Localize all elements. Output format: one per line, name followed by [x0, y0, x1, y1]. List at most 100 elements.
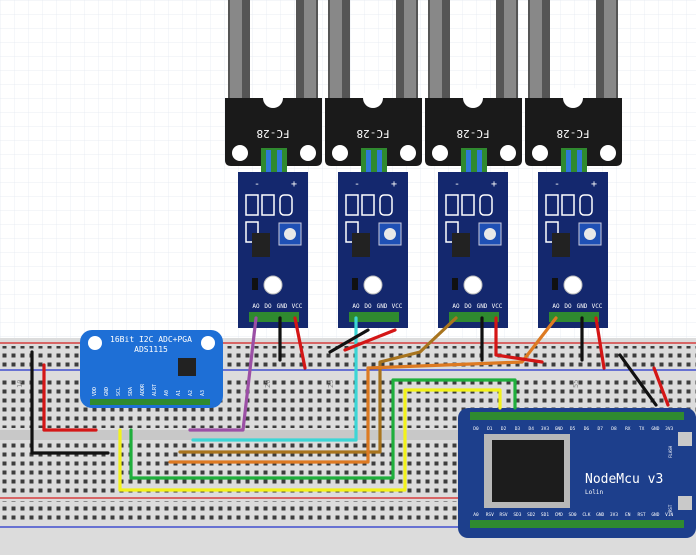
wires: [30, 316, 670, 492]
probe-label: FC-28: [256, 127, 289, 140]
minus-mark: -: [454, 179, 460, 190]
wire-orange: [168, 316, 558, 464]
wire-red-s2: [343, 328, 397, 352]
pin-vcc: VCC: [392, 303, 403, 310]
adc-pin-scl: SCL: [116, 387, 122, 396]
mcu-title: NodeMcu v3: [585, 472, 663, 487]
mcu-top-pin-13: GND: [651, 426, 659, 432]
pin-vcc: VCC: [492, 303, 503, 310]
mcu-top-pin-14: 3V3: [665, 426, 673, 432]
sensor-module-2: - + AO DO GND VCC: [338, 172, 408, 328]
probe-3: FC-28: [425, 0, 522, 184]
mcu-bottom-pin-6: CMD: [555, 512, 563, 518]
mcu-top-pin-1: D1: [487, 426, 493, 432]
probe-2: FC-28: [325, 0, 422, 184]
pin-ao: AO: [452, 303, 460, 310]
wire-red-s1: [293, 316, 307, 370]
pin-ao: AO: [352, 303, 360, 310]
pin-do: DO: [364, 303, 372, 310]
mcu-top-pin-labels: D0 D1 D2 D3 D4 3V3 GND D5 D6 D7 D8 RX TX GND 3V3: [473, 426, 673, 432]
mcu-bottom-pin-3: SD3: [513, 512, 521, 518]
pin-ao: AO: [252, 303, 260, 310]
ads1115-board: 16Bit I2C ADC+PGA ADS1115 VDD GND SCL SD…: [80, 330, 223, 408]
mcu-bottom-pin-9: GND: [596, 512, 604, 518]
pin-do: DO: [264, 303, 272, 310]
pin-do: DO: [564, 303, 572, 310]
mcu-bottom-pin-4: SD2: [527, 512, 535, 518]
minus-mark: -: [554, 179, 560, 190]
mcu-top-pin-7: D5: [570, 426, 576, 432]
center-channel: [0, 430, 696, 440]
mcu-top-pin-4: D4: [528, 426, 534, 432]
mcu-bottom-pin-12: RST: [638, 512, 646, 518]
nodemcu-board: NodeMcu v3 Lolin FLASH RST D0 D1 D2 D3 D4 3V3…: [458, 408, 696, 538]
plus-mark: +: [491, 179, 497, 190]
mcu-bottom-pin-5: SD1: [541, 512, 549, 518]
wire-brown: [178, 316, 458, 454]
wire-yellow: [118, 388, 502, 492]
plus-mark: +: [591, 179, 597, 190]
pin-vcc: VCC: [592, 303, 603, 310]
plus-mark: +: [391, 179, 397, 190]
mcu-top-pin-11: RX: [625, 426, 631, 432]
wire-green: [129, 378, 517, 480]
wire-red-adc: [42, 363, 98, 432]
wire-red-s4: [594, 316, 606, 370]
mcu-bottom-pin-10: 3V3: [610, 512, 618, 518]
adc-pin-addr: ADDR: [140, 383, 146, 396]
rst-button-label: RST: [668, 504, 673, 512]
breadboard-number-20: 20: [264, 380, 272, 388]
adc-pin-a1: A1: [176, 390, 182, 396]
mcu-top-pin-2: D2: [501, 426, 507, 432]
wire-purple: [188, 316, 258, 432]
pin-gnd: GND: [577, 303, 588, 310]
adc-pin-gnd: GND: [104, 387, 110, 396]
plus-mark: +: [291, 179, 297, 190]
probe-label: FC-28: [356, 127, 389, 140]
adc-pin-alrt: ALRT: [152, 384, 158, 396]
pin-gnd: GND: [477, 303, 488, 310]
mcu-bottom-pin-8: CLK: [582, 512, 590, 518]
flash-button-label: FLASH: [668, 445, 673, 458]
mcu-bottom-pin-2: RSV: [500, 512, 508, 518]
adc-pin-vdd: VDD: [92, 387, 98, 396]
mcu-top-pin-8: D6: [584, 426, 590, 432]
mcu-top-pin-5: 3V3: [541, 426, 549, 432]
wire-red-mcu: [652, 366, 670, 407]
mcu-top-pin-10: D8: [611, 426, 617, 432]
mcu-top-pin-6: GND: [555, 426, 563, 432]
mcu-top-pin-3: D3: [515, 426, 521, 432]
wire-black-adc: [30, 350, 110, 455]
breadboard-number-25: 25: [327, 380, 335, 388]
pin-gnd: GND: [277, 303, 288, 310]
sensor-module-1: - + AO DO GND VCC: [238, 172, 308, 328]
adc-pin-a3: A3: [200, 390, 206, 396]
probe-label: FC-28: [556, 127, 589, 140]
pin-gnd: GND: [377, 303, 388, 310]
breadboard-number-10: 10: [16, 380, 24, 388]
adc-title: 16Bit I2C ADC+PGA: [110, 335, 192, 344]
adc-pin-a0: A0: [164, 390, 170, 396]
pin-do: DO: [464, 303, 472, 310]
adc-chip-name: ADS1115: [134, 345, 168, 354]
sensor-module-3: - + AO DO GND VCC: [438, 172, 508, 328]
pin-ao: AO: [552, 303, 560, 310]
mcu-top-pin-0: D0: [473, 426, 479, 432]
mcu-subtitle: Lolin: [585, 489, 603, 496]
pin-vcc: VCC: [292, 303, 303, 310]
mcu-top-pin-12: TX: [639, 426, 645, 432]
adc-pin-sda: SDA: [128, 387, 134, 396]
wire-red-s3: [494, 316, 544, 364]
adc-pin-a2: A2: [188, 390, 194, 396]
mcu-bottom-pin-11: EN: [625, 512, 631, 518]
minus-mark: -: [354, 179, 360, 190]
mcu-bottom-pin-7: SD0: [569, 512, 577, 518]
minus-mark: -: [254, 179, 260, 190]
mcu-bottom-pin-1: RSV: [486, 512, 494, 518]
mcu-bottom-pin-0: A0: [473, 512, 479, 518]
sensor-module-4: - + AO DO GND VCC: [538, 172, 608, 328]
mcu-top-pin-9: D7: [597, 426, 603, 432]
wire-black-mcu: [618, 353, 658, 407]
